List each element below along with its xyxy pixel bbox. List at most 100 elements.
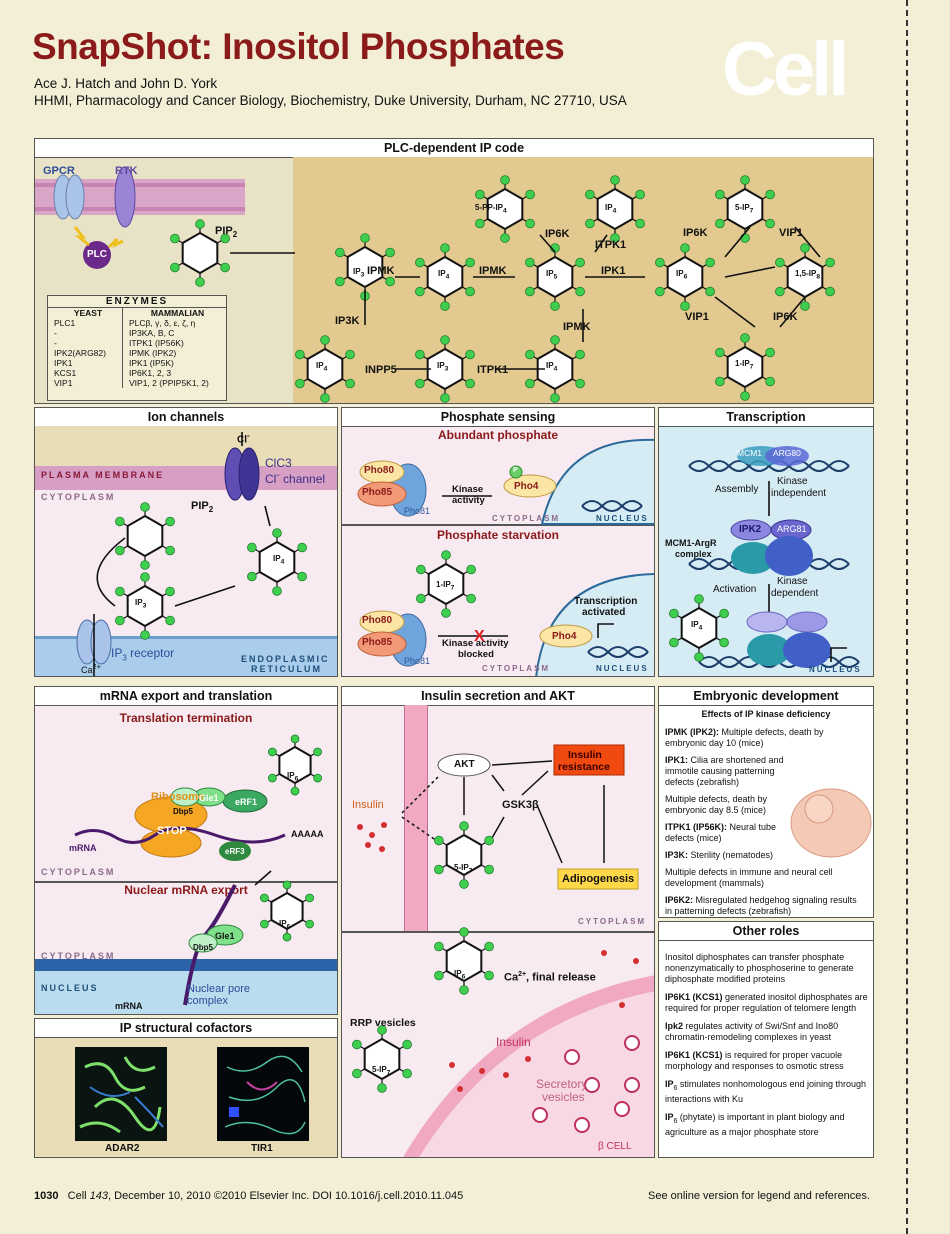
- ip3-receptor-label: IP: [111, 646, 123, 660]
- blocked-label-2: blocked: [458, 649, 494, 660]
- nucleus-label-3: NUCLEUS: [41, 983, 99, 993]
- ip4-hex: [415, 243, 475, 311]
- cytoplasm-label-3: CYTOPLASM: [41, 867, 116, 877]
- cut-line: [906, 0, 908, 1234]
- arg81-label: ARG81: [777, 524, 807, 534]
- ins-ip7b-label: 5-IP: [372, 1065, 387, 1074]
- activation-label: Activation: [713, 584, 757, 595]
- yeast-enzyme-0: PLC1: [54, 318, 76, 328]
- adipogenesis-label: Adipogenesis: [562, 873, 635, 885]
- rtk-label: RTK: [115, 165, 138, 177]
- ip4c-hex: [525, 335, 585, 403]
- other-role-item: IP6 (phytate) is important in plant biol…: [665, 1111, 845, 1137]
- other-role-item: IP6 stimulates nonhomologous end joining…: [665, 1079, 867, 1104]
- authors: Ace J. Hatch and John D. York: [34, 76, 218, 91]
- mrna-title: mRNA export and translation: [35, 687, 337, 706]
- page-title: SnapShot: Inositol Phosphates: [32, 26, 565, 67]
- dbp5-label: Dbp5: [173, 807, 193, 816]
- adar2-label: ADAR2: [105, 1143, 140, 1154]
- yeast-enzyme-2: -: [54, 338, 57, 348]
- pip2-label: PIP: [215, 225, 233, 237]
- receptor-word: receptor: [126, 646, 175, 660]
- mammalian-enzyme-3: IPMK (IPK2): [129, 348, 177, 358]
- ins-ip7b-hex: [352, 1025, 412, 1093]
- cofactors-title: IP structural cofactors: [35, 1019, 337, 1038]
- ion-panel: Ion channels PLASMA MEMBRANE CYTOPLASM E…: [34, 407, 338, 677]
- yeast-enzyme-3: IPK2(ARG82): [54, 348, 106, 358]
- adar2-structure: [75, 1047, 167, 1141]
- ion-title: Ion channels: [35, 408, 337, 427]
- cl-label: Cl: [237, 434, 247, 446]
- insulin-title: Insulin secretion and AKT: [342, 687, 654, 706]
- gle1-label-2: Gle1: [215, 931, 235, 941]
- cl-channel-label: Cl: [265, 472, 277, 486]
- ip7b-hex: [715, 333, 775, 401]
- ip8-label: 1,5-IP: [795, 269, 817, 278]
- embryonic-item: IP3K: Sterility (nematodes): [665, 850, 774, 860]
- ins-ip6-label: IP: [454, 969, 462, 978]
- trans-ip4-hex: [669, 594, 729, 662]
- pp-ip4-label: 5-PP-IP: [475, 203, 504, 212]
- mrna-diagram: [74, 734, 322, 1006]
- pho85-label-2: Pho85: [362, 637, 393, 648]
- secretory-label-1: Secretory: [536, 1077, 588, 1091]
- enzyme-ipk1: IPK1: [601, 265, 626, 277]
- phosphate-diagram: X: [357, 438, 654, 676]
- ip4-b-label: IP: [316, 361, 324, 370]
- ip4b-hex: [295, 335, 355, 403]
- transcription-title: Transcription: [659, 408, 873, 427]
- yeast-enzyme-1: -: [54, 328, 57, 338]
- trans-ip4-label: IP: [691, 620, 699, 629]
- clc3-channel: [238, 447, 260, 501]
- other-roles-panel: Other roles Inositol diphosphates can tr…: [658, 921, 874, 1158]
- ip4-c-label: IP: [546, 361, 554, 370]
- online-note: See online version for legend and refere…: [648, 1190, 870, 1202]
- yeast-enzyme-6: VIP1: [54, 378, 73, 388]
- complex-label-1: MCM1-ArgR: [665, 538, 717, 548]
- ip4-top-label: IP: [605, 203, 613, 212]
- enzyme-vip1-a: VIP1: [779, 227, 803, 239]
- ip4-label: IP: [438, 269, 446, 278]
- embryonic-item: IP6K2: Misregulated hedgehog signaling r…: [665, 895, 857, 916]
- erf1-label: eRF1: [235, 797, 258, 807]
- plasma-membrane: [35, 466, 337, 490]
- ion-ip4-hex: [247, 528, 307, 596]
- assembly-label: Assembly: [715, 484, 759, 495]
- phos-ip7-hex: [416, 550, 476, 618]
- mcm1-label: MCM1: [737, 448, 763, 458]
- other-role-item: IP6K1 (KCS1) is required for proper vacu…: [665, 1050, 844, 1071]
- pho85-shape: [357, 481, 407, 507]
- pp-ip4-hex: [475, 175, 535, 243]
- ip5-hex: [525, 243, 585, 311]
- translation-termination-title: Translation termination: [119, 711, 253, 725]
- insulin-panel: Insulin secretion and AKT AKT Insulin re…: [341, 686, 655, 1158]
- beta-cell-label: β CELL: [598, 1141, 632, 1152]
- transcription-label-1: Transcription: [574, 596, 638, 607]
- transcription-label-2: activated: [582, 607, 626, 618]
- cytoplasm-label-4: CYTOPLASM: [41, 951, 116, 961]
- ion-ip3-label: IP: [135, 598, 143, 607]
- volume: 143: [89, 1190, 109, 1202]
- cell-membrane: [404, 705, 428, 933]
- kinase-label: Kinase: [452, 484, 484, 495]
- ion-ip4-label: IP: [273, 554, 281, 563]
- ion-pip2-label: PIP: [191, 500, 209, 512]
- enzyme-itpk1-a: ITPK1: [595, 239, 627, 251]
- embryonic-panel: Embryonic development Effects of IP kina…: [658, 686, 874, 918]
- cytoplasm-label-1: CYTOPLASM: [492, 514, 561, 523]
- plc-enzyme: [83, 241, 111, 269]
- mrna-label-2: mRNA: [115, 1001, 143, 1011]
- plc-label: PLC: [87, 249, 107, 260]
- affiliation: HHMI, Pharmacology and Cancer Biology, B…: [34, 93, 627, 108]
- ip7a-hex: [715, 175, 775, 243]
- kinase-indep-1: Kinase: [777, 476, 808, 487]
- journal-name: Cell: [67, 1190, 90, 1202]
- nuclear-export-title: Nuclear mRNA export: [124, 883, 248, 897]
- ip6-label: IP: [676, 269, 684, 278]
- erf3-label: eRF3: [225, 847, 245, 856]
- cofactors-panel: IP structural cofactors ADAR2 TIR1: [34, 1018, 338, 1158]
- transcription-panel: Transcription MCM1 ARG80 Assembly Kinase…: [658, 407, 874, 677]
- ion-pip2-hex: [115, 502, 175, 570]
